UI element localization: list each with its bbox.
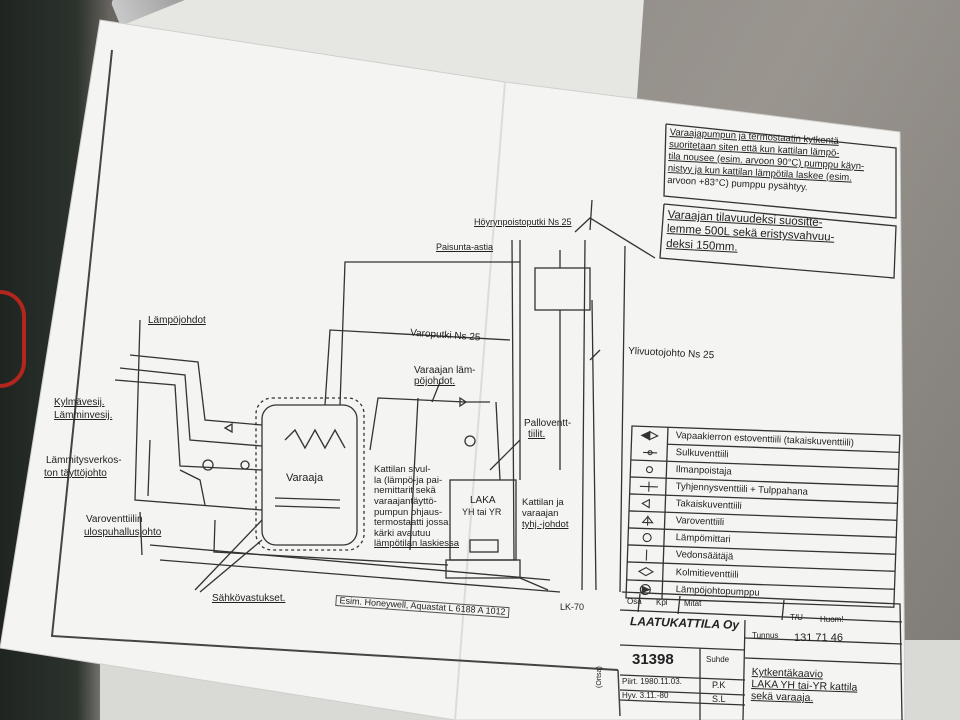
label-laka-model: YH tai YR — [462, 507, 502, 517]
title-block-suhde: Suhde — [706, 655, 730, 664]
label-varaaja: Varaaja — [286, 472, 324, 484]
volume-recommendation-note: Varaajan tilavuudeksi suosittе- lemme 50… — [665, 208, 835, 254]
title-block-mitat: Mitat — [684, 599, 702, 608]
label-varoventtiilin-2: ulospuhallusjohto — [84, 527, 162, 538]
label-kattilan-sivulla: Kattilan sivul- la (lämpö-ja pai- nemitt… — [374, 464, 460, 550]
title-block-hyv: Hyv. 3.11.-80 — [622, 691, 669, 700]
label-varaajan-lampojohdot-2: pöjohdot. — [414, 376, 456, 387]
pump-connection-note: Varaajapumpun ja termostaatin kytkentä s… — [666, 127, 865, 193]
label-paisunta-astia: Paisunta-astia — [436, 242, 494, 252]
title-block-tunnus-label: Tunnus — [752, 631, 779, 640]
label-kylmavesij: Kylmävesij. — [54, 397, 105, 408]
label-lamminvesij: Lämminvesij. — [54, 410, 113, 421]
label-lk70: LK-70 — [560, 602, 585, 612]
title-block-tu: T/U — [790, 613, 803, 622]
title-block-piirt-sign: P.K — [712, 680, 726, 690]
legend-item-lampomittari: Lämpömittari — [675, 532, 731, 546]
label-varoventtiilin-1: Varoventtiilin — [86, 514, 143, 525]
label-palloventtiilit-1: Palloventt- — [524, 418, 572, 429]
title-block-osa: Osa — [627, 597, 642, 606]
legend-item-varoventtiili: Varoventtiili — [675, 515, 725, 529]
legend-item-sulkuventtiili: Sulkuventtiili — [675, 447, 729, 461]
drawing-title: Kytkentäkaavio LAKA YH tai-YR kattila se… — [750, 666, 858, 705]
title-block-tunnus: 131 71 46 — [794, 632, 843, 644]
label-palloventtiilit-2: tiilit. — [528, 429, 546, 440]
title-block-huom: Huom! — [820, 615, 844, 624]
label-varaajan-lampojohdot-1: Varaajan läm- — [414, 365, 476, 376]
label-laka: LAKA — [470, 495, 496, 506]
label-lampojohdot: Lämpöjohdot — [148, 315, 206, 326]
drawing-number: 31398 — [632, 651, 674, 668]
title-block-side-code: (Ortsa) — [596, 666, 603, 688]
title-block-kpl: Kpl — [656, 598, 668, 607]
label-lammitysverkosto-1: Lämmitysverkos- — [46, 455, 122, 466]
title-block-hyv-sign: S.L — [712, 694, 726, 704]
label-kattilan-ja-varaajan: Kattilan ja varaajan tyhj.-johdot — [522, 497, 569, 530]
label-sahkovastukset: Sähkövastukset. — [212, 593, 286, 604]
title-block-piirt: Piirt. 1980.11.03. — [622, 677, 682, 686]
label-hoyrynpoistoputki: Höyrynpoistoputki Ns 25 — [474, 217, 572, 227]
label-lammitysverkosto-2: ton täyttöjohto — [44, 468, 107, 479]
